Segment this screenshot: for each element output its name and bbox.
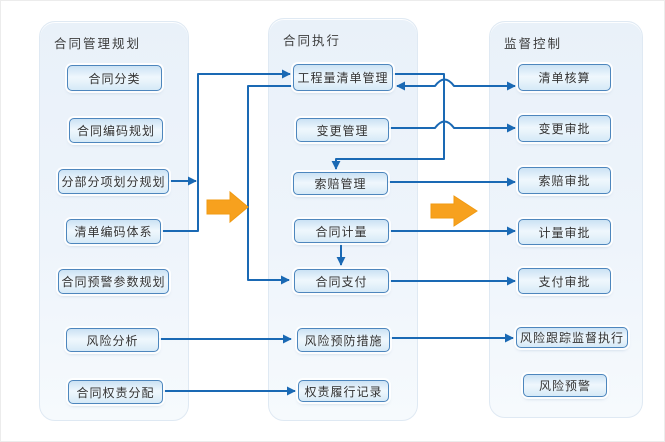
node-claim-approval: 索赔审批 <box>518 167 611 194</box>
node-contract-classification: 合同分类 <box>67 65 162 91</box>
node-contract-coding-plan: 合同编码规划 <box>69 118 163 143</box>
node-contract-alert-params: 合同预警参数规划 <box>58 269 169 294</box>
node-claim-management: 索赔管理 <box>293 172 388 195</box>
node-change-approval: 变更审批 <box>518 115 611 142</box>
node-risk-alert: 风险预警 <box>523 374 607 397</box>
node-division-breakdown-plan: 分部分项划分规划 <box>58 169 169 194</box>
node-measurement-approval: 计量审批 <box>518 219 611 245</box>
node-contract-measurement: 合同计量 <box>294 219 389 243</box>
node-boq-accounting: 清单核算 <box>518 64 611 91</box>
node-boq-coding-system: 清单编码体系 <box>66 219 161 244</box>
panel-title: 合同执行 <box>283 33 342 48</box>
node-contract-payment: 合同支付 <box>294 269 389 293</box>
node-change-management: 变更管理 <box>296 118 389 142</box>
panel-title: 监督控制 <box>504 36 563 51</box>
stage-arrow-planning-to-execution-icon <box>206 190 249 224</box>
node-risk-prevention-measures: 风险预防措施 <box>297 328 390 352</box>
panel-title: 合同管理规划 <box>54 36 142 51</box>
node-risk-analysis: 风险分析 <box>66 328 159 352</box>
node-boq-management: 工程量清单管理 <box>293 64 393 91</box>
node-responsibility-allocation: 合同权责分配 <box>68 380 163 404</box>
node-responsibility-performance-record: 权责履行记录 <box>298 380 389 402</box>
stage-arrow-execution-to-supervision-icon <box>430 195 478 227</box>
node-payment-approval: 支付审批 <box>518 268 611 294</box>
node-risk-tracking-supervision: 风险跟踪监督执行 <box>516 327 628 348</box>
